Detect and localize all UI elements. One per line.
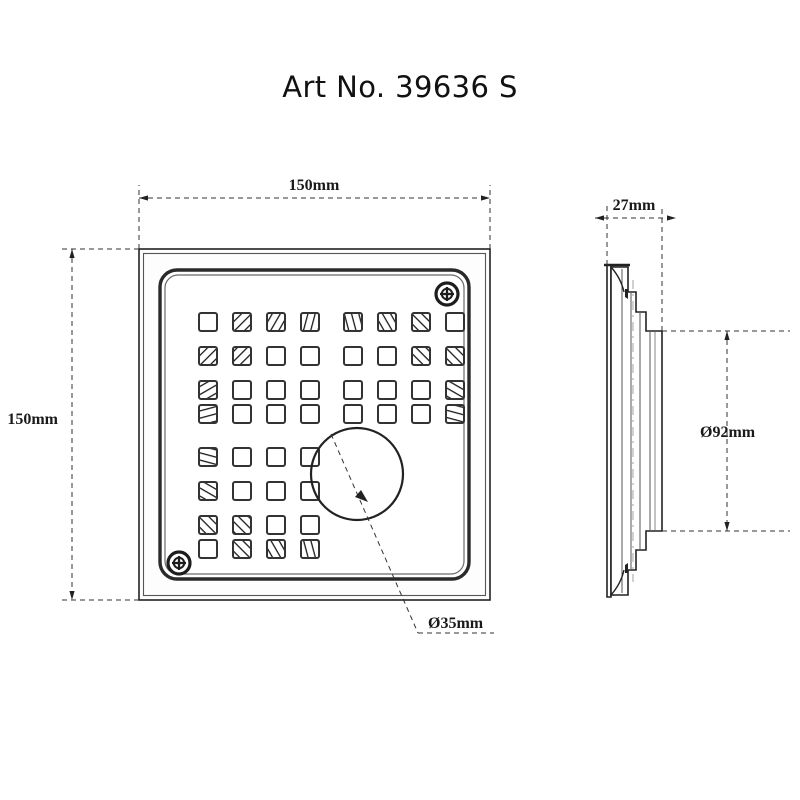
grate-hole: [198, 346, 218, 366]
grate-hole: [266, 404, 286, 424]
grate-hole: [232, 515, 252, 535]
perforation-grid: [198, 312, 465, 559]
page-title: Art No. 39636 S: [282, 70, 518, 104]
grate-hole: [266, 346, 286, 366]
grate-hole: [300, 404, 320, 424]
grate-hole: [343, 346, 363, 366]
grate-hole: [198, 380, 218, 400]
grate-hole: [198, 481, 218, 501]
grate-hole: [343, 380, 363, 400]
grate-hole: [266, 481, 286, 501]
outer-plate-inner-edge: [142, 252, 487, 597]
grate-hole: [198, 404, 218, 424]
grate-hole: [300, 481, 320, 501]
side-view: [604, 263, 663, 598]
grate-hole: [198, 312, 218, 332]
grate-hole: [300, 515, 320, 535]
grate-hole: [445, 404, 465, 424]
front-view: [138, 248, 491, 601]
grate-hole: [198, 539, 218, 559]
grate-hole: [232, 481, 252, 501]
side-lip-bottom: [610, 569, 625, 596]
screw-top-right: [434, 281, 460, 307]
grate-hole: [300, 346, 320, 366]
dim-label-depth: 27mm: [613, 197, 656, 214]
grate-hole: [232, 404, 252, 424]
grate-hole: [198, 447, 218, 467]
grate-hole: [266, 380, 286, 400]
grate-hole: [300, 539, 320, 559]
grate-hole: [266, 312, 286, 332]
side-lip-top: [610, 266, 625, 293]
grate-hole: [411, 346, 431, 366]
grate-hole: [445, 312, 465, 332]
grate-hole: [445, 346, 465, 366]
grate-hole: [377, 380, 397, 400]
grate-hole: [300, 380, 320, 400]
grate-hole: [445, 380, 465, 400]
grate-hole: [266, 515, 286, 535]
outlet-circle: [309, 426, 405, 522]
dim-label-outlet-diameter: Ø35mm: [428, 615, 484, 632]
grate-hole: [377, 404, 397, 424]
grate-hole: [377, 346, 397, 366]
grate-hole: [411, 380, 431, 400]
side-notch-bottom: [625, 563, 628, 573]
leader-line-outlet: [330, 433, 419, 634]
grate-hole: [266, 539, 286, 559]
grate-hole: [300, 447, 320, 467]
screw-bottom-left: [166, 550, 192, 576]
grate-hole: [411, 312, 431, 332]
leader-arrow-outlet: [355, 490, 368, 502]
grate-hole: [198, 515, 218, 535]
grate-hole: [300, 312, 320, 332]
grate-hole: [232, 346, 252, 366]
grate-hole: [343, 404, 363, 424]
side-view-dimensions: 27mm Ø92mm: [595, 197, 790, 532]
grate-hole: [343, 312, 363, 332]
grate-hole: [232, 539, 252, 559]
side-body-profile: [610, 266, 663, 596]
front-view-dimensions: 150mm 150mm Ø35mm: [7, 177, 494, 634]
grate-hole: [266, 447, 286, 467]
dim-label-width: 150mm: [289, 177, 340, 194]
grate-hole: [411, 404, 431, 424]
grate-hole: [232, 447, 252, 467]
dim-label-body-diameter: Ø92mm: [700, 424, 756, 441]
dim-label-height: 150mm: [7, 411, 58, 428]
grate-hole: [377, 312, 397, 332]
grate-hole: [232, 380, 252, 400]
grate-hole: [232, 312, 252, 332]
grate-panel-inner-edge: [164, 274, 465, 575]
side-notch-top: [625, 289, 628, 299]
